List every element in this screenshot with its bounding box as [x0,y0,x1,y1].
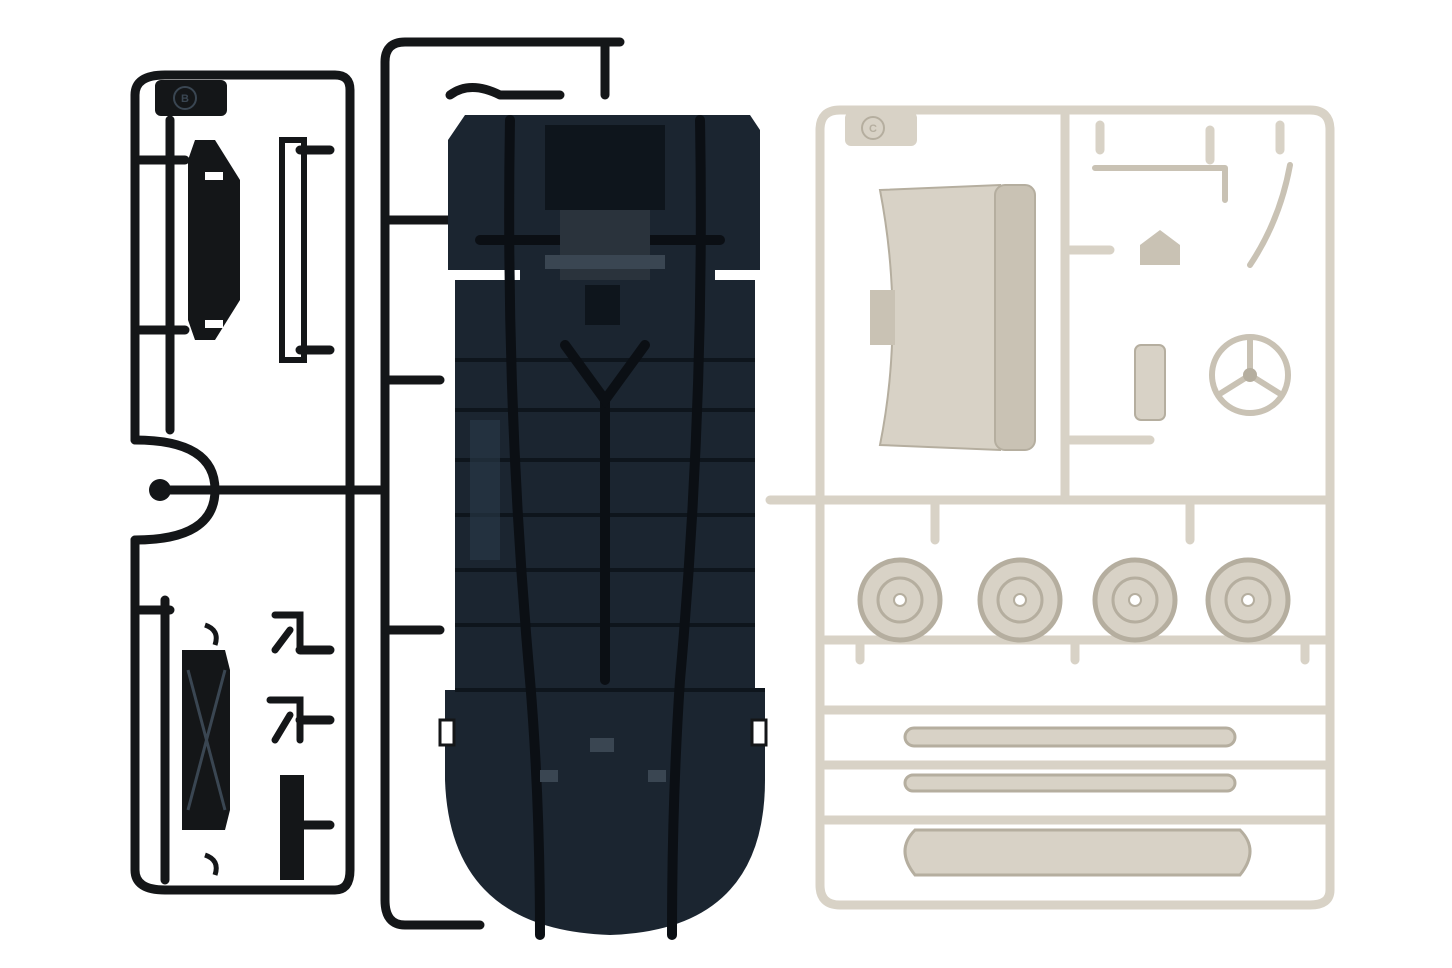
sprue-c-tag [845,112,917,146]
part-wheel [1092,557,1178,643]
chassis-rear-tab [590,738,614,752]
sprue-b-stubs [135,145,335,830]
chassis-rear-tab [648,770,666,782]
part-bar [280,775,304,880]
part-steering-hub [1243,368,1257,382]
chassis-runner [380,37,625,930]
part-ladder-strip [279,137,307,363]
chassis-center-detail [585,285,620,325]
sprue-b-runner-inner [160,115,175,885]
part-hook [204,622,219,876]
sprue-b [130,70,385,895]
part-bumper [903,726,1237,748]
sprue-b-gate-knob [149,479,171,501]
part-bracket [266,696,304,744]
chassis-part [438,115,768,940]
part-bracket [271,611,304,654]
chassis-engine-block [545,125,665,210]
sprue-c [765,105,1335,910]
sprue-b-tag-label: B [181,93,189,105]
sprue-c-tag-label: C [869,123,877,135]
chassis-runner-outer [380,37,625,930]
part-wheel [857,557,943,643]
part-dashboard-side [994,184,1036,451]
part-dashboard-tab [870,290,895,345]
chassis-crossmember [545,255,665,269]
part-dashboard-panel [878,183,1001,452]
sprue-c-tag-circle [861,116,885,140]
chassis-rear-section [445,690,765,935]
part-steering-rod [1092,165,1228,203]
part-slot [205,172,223,180]
chassis-side-slot [438,718,456,747]
sprue-c-frame [815,105,1335,910]
part-bumper [903,773,1237,793]
sprue-b-tag [155,80,227,116]
chassis-highlight [470,420,500,560]
part-slot [205,320,223,328]
part-seat-bracket [1140,230,1180,265]
part-bumper-curved [903,828,1252,877]
sprue-c-parts [857,162,1293,877]
sprue-b-frame [130,70,355,895]
part-wheel [977,557,1063,643]
part-lamp [1134,344,1166,421]
chassis-side-slot [750,718,768,747]
chassis-rear-tab [540,770,558,782]
chassis-frame-rails [475,115,725,940]
part-cross-brace [186,669,227,811]
sprue-c-stubs [855,120,1310,665]
part-wheel [1205,557,1291,643]
sprue-b-parts [182,137,307,880]
part-shift-lever [1247,162,1293,268]
sprue-b-tag-circle [173,86,197,110]
chassis-runner-branches [380,83,565,635]
chassis-gearbox [560,210,650,280]
part-side-panel-upper [188,140,240,340]
